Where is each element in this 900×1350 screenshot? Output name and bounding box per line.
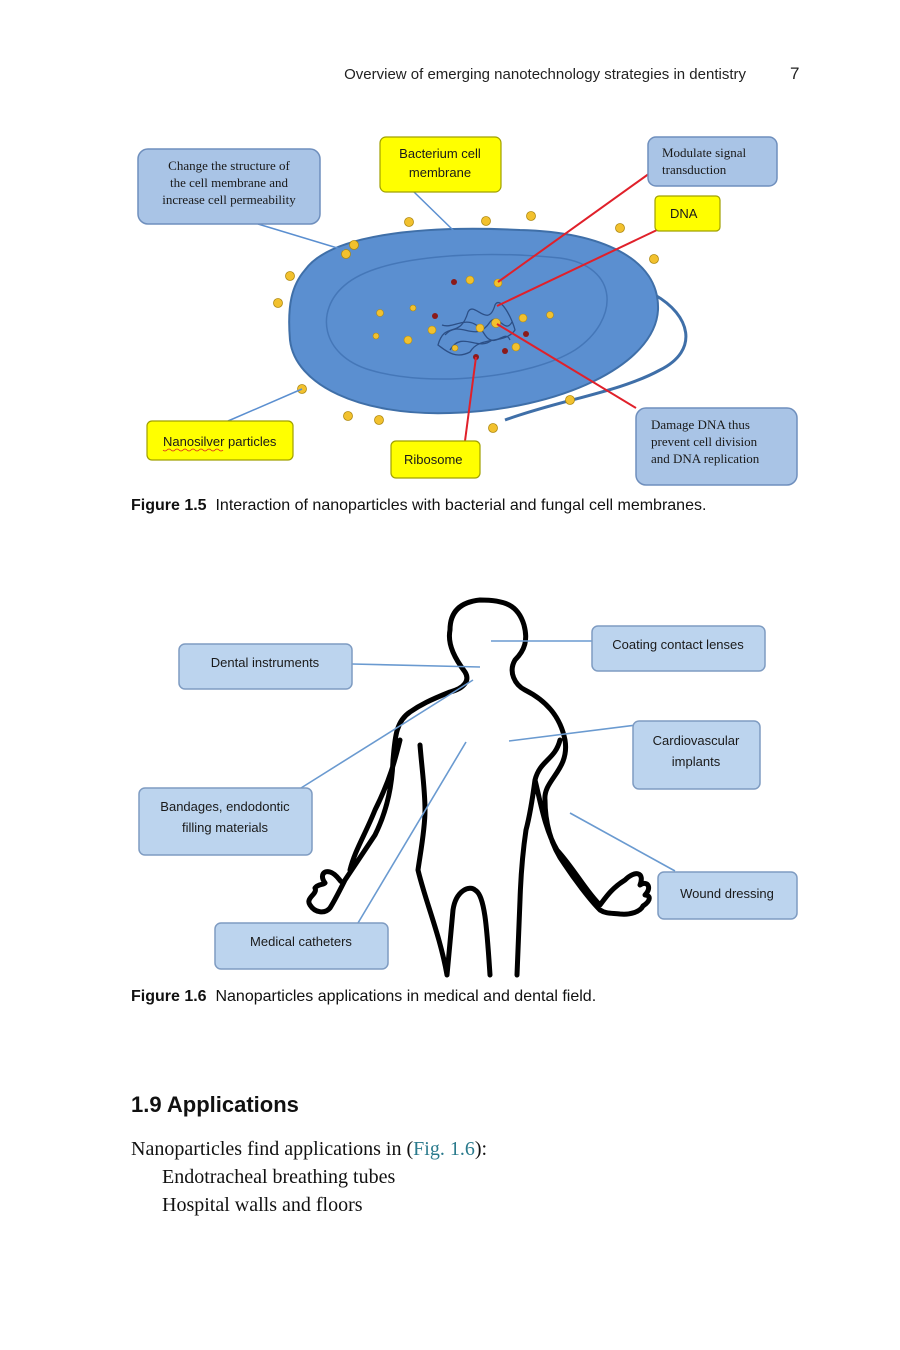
- label-damage-dna: Damage DNA thus prevent cell division an…: [635, 407, 798, 486]
- section-heading: 1.9 Applications: [131, 1092, 299, 1117]
- list-item: Endotracheal breathing tubes: [162, 1166, 396, 1188]
- figure-1-6: Dental instruments Coating contact lense…: [138, 597, 798, 978]
- svg-text:Bacterium cell: Bacterium cell: [399, 146, 481, 161]
- svg-text:increase cell permeability: increase cell permeability: [162, 192, 296, 207]
- label-dental-instruments: Dental instruments: [178, 643, 353, 690]
- label-coating-lenses: Coating contact lenses: [591, 625, 766, 672]
- intro-text-after: ):: [474, 1138, 488, 1160]
- svg-text:Medical catheters: Medical catheters: [250, 934, 352, 949]
- page-number: 7: [790, 64, 800, 83]
- inner-membrane: [325, 253, 608, 380]
- svg-text:Cardiovascular: Cardiovascular: [653, 733, 740, 748]
- human-silhouette: [306, 597, 652, 978]
- bacterium-cell-body: [288, 227, 660, 415]
- figure-1-6-caption-text: Nanoparticles applications in medical an…: [215, 988, 597, 1005]
- label-bacterium-membrane: Bacterium cell membrane: [379, 136, 502, 193]
- label-dna: DNA: [654, 195, 721, 232]
- figure-1-5-label: Figure 1.5: [131, 497, 207, 514]
- spellcheck-underline: [162, 448, 224, 452]
- fig-1-6-leaders: [300, 640, 676, 924]
- svg-text:prevent cell division: prevent cell division: [651, 434, 758, 449]
- internal-particles: [372, 275, 554, 352]
- list-item: Hospital walls and floors: [162, 1194, 363, 1216]
- figure-1-5: Change the structure of the cell membran…: [137, 136, 798, 486]
- figure-1-6-caption: Figure 1.6 Nanoparticles applications in…: [131, 988, 596, 1006]
- svg-text:filling materials: filling materials: [182, 820, 268, 835]
- svg-text:Dental instruments: Dental instruments: [211, 655, 320, 670]
- label-ribosome: Ribosome: [390, 440, 481, 479]
- figure-1-6-label: Figure 1.6: [131, 988, 207, 1005]
- svg-text:Nanosilver particles: Nanosilver particles: [163, 434, 277, 449]
- svg-text:transduction: transduction: [662, 162, 727, 177]
- fig-1-5-red-leaders: [464, 172, 658, 442]
- section-intro: Nanoparticles find applications in (Fig.…: [131, 1138, 487, 1161]
- label-nanosilver: Nanosilver particles: [146, 420, 294, 461]
- running-header: Overview of emerging nanotechnology stra…: [344, 66, 746, 83]
- fig-1-5-blue-leaders: [227, 191, 456, 422]
- svg-text:Damage DNA thus: Damage DNA thus: [651, 417, 750, 432]
- nanosilver-particles: [273, 211, 659, 433]
- label-medical-catheters: Medical catheters: [214, 922, 389, 970]
- intro-text-before: Nanoparticles find applications in (: [131, 1138, 414, 1160]
- svg-text:DNA: DNA: [670, 206, 698, 221]
- svg-text:Bandages, endodontic: Bandages, endodontic: [160, 799, 290, 814]
- svg-text:Modulate signal: Modulate signal: [662, 145, 747, 160]
- figure-1-5-caption: Figure 1.5 Interaction of nanoparticles …: [131, 497, 706, 515]
- svg-text:and DNA replication: and DNA replication: [651, 451, 760, 466]
- svg-text:membrane: membrane: [409, 165, 471, 180]
- svg-text:Wound dressing: Wound dressing: [680, 886, 774, 901]
- label-cardiovascular: Cardiovascular implants: [632, 720, 761, 790]
- svg-text:Coating contact lenses: Coating contact lenses: [612, 637, 744, 652]
- svg-text:Change the structure of: Change the structure of: [168, 158, 290, 173]
- label-modulate-signal: Modulate signal transduction: [647, 136, 778, 187]
- svg-text:the cell membrane and: the cell membrane and: [170, 175, 289, 190]
- figure-reference-link[interactable]: Fig. 1.6: [413, 1138, 475, 1160]
- svg-text:Ribosome: Ribosome: [404, 452, 463, 467]
- flagellum: [504, 293, 688, 422]
- svg-text:implants: implants: [672, 754, 721, 769]
- figure-1-5-caption-text: Interaction of nanoparticles with bacter…: [215, 497, 707, 514]
- label-change-structure: Change the structure of the cell membran…: [137, 148, 321, 225]
- label-wound-dressing: Wound dressing: [657, 871, 798, 920]
- label-bandages: Bandages, endodontic filling materials: [138, 787, 313, 856]
- ribosome-dots: [432, 279, 529, 360]
